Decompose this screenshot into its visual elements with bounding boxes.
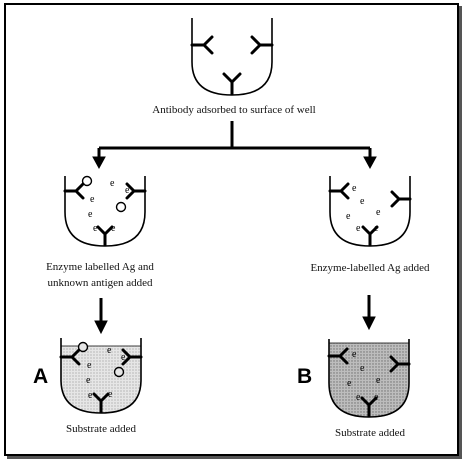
svg-text:e: e: [347, 378, 352, 389]
well-top: [190, 18, 274, 96]
svg-text:e: e: [107, 345, 112, 356]
antibody-icon: [250, 35, 274, 55]
enzyme-label-icon: e e e e e e: [88, 178, 130, 234]
svg-text:e: e: [110, 178, 115, 189]
well-middle-left: e e e e e e: [63, 175, 147, 247]
svg-text:e: e: [88, 390, 93, 401]
unknown-antigen-icon: [81, 175, 127, 213]
enzyme-label-icon: e e e e e e: [347, 349, 381, 403]
antibody-icon: [59, 348, 143, 414]
svg-text:e: e: [352, 183, 357, 194]
label-b: B: [297, 365, 312, 388]
antibody-icon: [63, 182, 147, 247]
down-arrows: [94, 295, 376, 335]
svg-text:e: e: [356, 392, 361, 403]
label-a: A: [33, 365, 48, 388]
svg-text:e: e: [360, 363, 365, 374]
svg-text:e: e: [356, 223, 361, 234]
antibody-icon: [222, 72, 242, 96]
svg-text:e: e: [86, 375, 91, 386]
well-middle-right: e e e e e e: [328, 176, 412, 247]
branch-arrows: [92, 121, 377, 170]
caption-antibody-adsorbed: Antibody adsorbed to surface of well: [152, 104, 315, 116]
svg-text:e: e: [90, 194, 95, 205]
svg-text:e: e: [108, 389, 113, 400]
svg-text:e: e: [376, 207, 381, 218]
svg-text:e: e: [88, 209, 93, 220]
well-bottom-left: e e e e e e: [59, 338, 143, 414]
caption-substrate-right: Substrate added: [335, 427, 405, 439]
caption-left-line2: unknown antigen added: [47, 277, 153, 289]
caption-substrate-left: Substrate added: [66, 423, 136, 435]
antibody-icon: [327, 347, 411, 418]
caption-left-line1: Enzyme labelled Ag and: [46, 261, 154, 273]
svg-text:e: e: [374, 392, 379, 403]
enzyme-label-icon: e e e e e e: [86, 345, 126, 401]
svg-text:e: e: [374, 223, 379, 234]
enzyme-label-icon: e e e e e e: [346, 183, 381, 234]
svg-text:e: e: [376, 375, 381, 386]
svg-text:e: e: [93, 223, 98, 234]
antibody-icon: [328, 182, 412, 247]
svg-text:e: e: [346, 211, 351, 222]
svg-text:e: e: [352, 349, 357, 360]
caption-right: Enzyme-labelled Ag added: [310, 262, 430, 274]
svg-text:e: e: [125, 185, 130, 196]
svg-text:e: e: [111, 223, 116, 234]
svg-text:e: e: [360, 196, 365, 207]
svg-text:e: e: [87, 360, 92, 371]
well-bottom-right: e e e e e e: [327, 339, 411, 418]
svg-text:e: e: [121, 352, 126, 363]
antibody-icon: [190, 35, 214, 55]
unknown-antigen-icon: [77, 341, 125, 378]
